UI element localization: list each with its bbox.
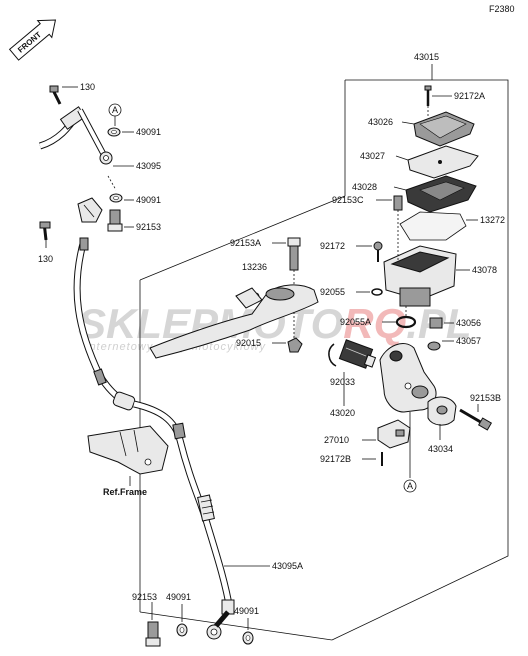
label-43028: 43028 <box>352 182 377 192</box>
label-130-top: 130 <box>80 82 95 92</box>
label-43095: 43095 <box>136 161 161 171</box>
front-arrow-icon: FRONT <box>8 19 57 61</box>
o-ring-92055 <box>356 288 383 296</box>
fitting-43057 <box>427 340 454 351</box>
label-92172B: 92172B <box>320 454 351 464</box>
label-13236: 13236 <box>242 262 267 272</box>
bolt-92153-b <box>145 602 161 647</box>
bolt-92153A <box>272 237 301 271</box>
clamp-43034 <box>427 396 457 440</box>
label-43026: 43026 <box>368 117 393 127</box>
label-92153A: 92153A <box>230 238 261 248</box>
fitting-43056 <box>429 317 454 329</box>
clutch-lever <box>149 284 319 359</box>
screw-92172A <box>424 85 452 106</box>
o-ring-92055A <box>382 315 417 329</box>
screw-92172B <box>362 452 383 466</box>
nut-92015 <box>272 337 303 353</box>
washer-49091-d <box>242 618 254 645</box>
reservoir-cap-43026 <box>401 111 475 147</box>
master-cylinder-body-43078 <box>383 245 470 307</box>
label-92153C: 92153C <box>332 195 364 205</box>
connector-a-top[interactable]: A <box>108 103 122 126</box>
label-92015: 92015 <box>236 338 261 348</box>
piston-kit-43020 <box>328 339 377 406</box>
label-43015: 43015 <box>414 52 439 62</box>
connector-a-bottom-label: A <box>407 481 413 491</box>
label-92153B: 92153B <box>470 393 501 403</box>
label-ref-frame: Ref.Frame <box>103 487 147 497</box>
washer-49091-a <box>107 127 134 137</box>
label-92033: 92033 <box>330 377 355 387</box>
label-130-bottom: 130 <box>38 254 53 264</box>
label-43095A: 43095A <box>272 561 303 571</box>
gasket-13272 <box>399 211 478 241</box>
assembly-frame <box>139 64 509 641</box>
label-92055A: 92055A <box>340 317 371 327</box>
label-43034: 43034 <box>428 444 453 454</box>
screw-92153C <box>376 195 403 211</box>
bolt-92153-a <box>107 209 134 232</box>
connector-a-top-label: A <box>112 105 118 115</box>
assembly-guides <box>293 106 429 338</box>
clutch-hose-upper <box>5 115 87 217</box>
diaphragm-43028 <box>393 175 477 213</box>
label-43020: 43020 <box>330 408 355 418</box>
washer-49091-b <box>107 175 134 203</box>
bolt-130-bottom <box>39 221 51 248</box>
screw-92172 <box>356 241 383 262</box>
diagram-code: F2380 <box>489 4 515 14</box>
label-92055: 92055 <box>320 287 345 297</box>
label-43078: 43078 <box>472 265 497 275</box>
watermark-brand-b: RQ <box>343 300 406 348</box>
label-92172: 92172 <box>320 241 345 251</box>
label-92153-a: 92153 <box>136 222 161 232</box>
label-92153-b: 92153 <box>132 592 157 602</box>
label-43057: 43057 <box>456 336 481 346</box>
switch-27010 <box>362 419 411 449</box>
bolt-130-top <box>49 85 78 105</box>
label-49091-a: 49091 <box>136 127 161 137</box>
hose-clamp-block <box>77 197 103 223</box>
label-49091-b: 49091 <box>136 195 161 205</box>
label-49091-d: 49091 <box>234 606 259 616</box>
frame-bracket <box>87 425 169 486</box>
master-cylinder-housing <box>379 343 437 413</box>
hose-fitting-top <box>59 106 113 165</box>
label-92172A: 92172A <box>454 91 485 101</box>
connector-a-bottom[interactable]: A <box>403 412 417 493</box>
label-49091-c: 49091 <box>166 592 191 602</box>
label-27010: 27010 <box>324 435 349 445</box>
label-43056: 43056 <box>456 318 481 328</box>
bolt-92153B <box>459 404 493 431</box>
label-13272: 13272 <box>480 215 505 225</box>
washer-49091-c <box>176 604 188 637</box>
hose-fitting-bottom <box>206 599 235 640</box>
reservoir-plate-43027 <box>395 145 479 179</box>
clutch-hose-main <box>73 237 234 611</box>
label-43027: 43027 <box>360 151 385 161</box>
